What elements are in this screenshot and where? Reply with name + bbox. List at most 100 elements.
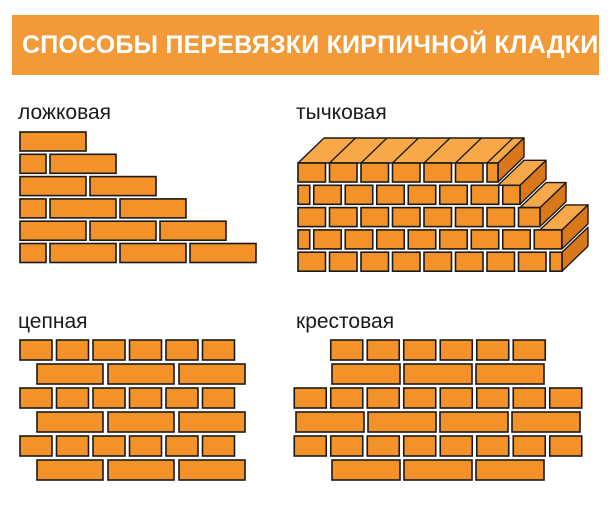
cross-header-brick [402, 387, 437, 409]
stretcher-brick [119, 242, 187, 264]
cross-header-brick [475, 339, 510, 361]
chain-header-brick [92, 387, 126, 409]
header-joint-line [423, 137, 451, 164]
chain-header-brick [128, 435, 163, 457]
cross-stretcher-brick [403, 363, 473, 385]
header-brick [407, 229, 437, 250]
chain-bond-wall [19, 339, 246, 481]
chain-stretcher-brick [107, 459, 175, 481]
cross-stretcher-brick [475, 459, 545, 481]
header-brick [312, 229, 343, 250]
chain-header-brick [128, 387, 163, 409]
cross-stretcher-brick [439, 411, 509, 433]
stretcher-bond-wall [19, 131, 257, 264]
chain-stretcher-brick [178, 459, 246, 481]
header-brick [517, 251, 547, 272]
stretcher-brick [49, 198, 117, 219]
header-brick [454, 162, 484, 183]
header-brick [297, 184, 311, 206]
chain-stretcher-brick [178, 363, 246, 385]
cross-header-brick [439, 339, 474, 361]
cross-stretcher-brick [511, 411, 581, 433]
chain-header-brick [165, 435, 199, 457]
header-brick [328, 251, 358, 272]
label-krestovaya: крестовая [296, 310, 395, 333]
chain-stretcher-brick [36, 459, 104, 481]
chain-stretcher-brick [107, 411, 175, 433]
chain-header-brick [201, 387, 236, 409]
stretcher-brick [119, 198, 187, 219]
stretcher-brick [189, 242, 257, 264]
page-title: СПОСОБЫ ПЕРЕВЯЗКИ КИРПИЧНОЙ КЛАДКИ [22, 30, 599, 59]
header-brick [470, 229, 500, 250]
header-brick [454, 206, 484, 228]
cross-header-brick [329, 387, 364, 409]
header-brick [486, 251, 516, 272]
stretcher-brick [89, 175, 157, 197]
header-brick [360, 251, 390, 272]
chain-header-brick [201, 435, 236, 457]
header-brick [501, 229, 532, 250]
cross-header-brick [439, 387, 474, 409]
chain-stretcher-brick [36, 363, 104, 385]
header-brick [297, 251, 327, 272]
cross-header-brick [475, 387, 510, 409]
header-joint-line [329, 137, 356, 164]
cross-header-brick [402, 435, 437, 457]
chain-stretcher-brick [36, 411, 104, 433]
cross-header-brick [439, 435, 474, 457]
header-brick [391, 251, 421, 272]
chain-header-brick [55, 387, 90, 409]
header-brick [360, 162, 390, 183]
cross-stretcher-brick [295, 411, 365, 433]
cross-stretcher-brick [331, 363, 401, 385]
cross-header-brick [512, 339, 547, 361]
header-brick [328, 206, 358, 228]
cross-stretcher-brick [367, 411, 437, 433]
header-brick [423, 206, 453, 228]
header-brick [328, 162, 358, 183]
stretcher-brick [159, 220, 227, 241]
chain-header-brick [19, 435, 53, 457]
header-brick [470, 184, 500, 206]
cross-bond-wall [293, 339, 583, 481]
header-brick [438, 229, 469, 250]
header-bond-wall [297, 137, 589, 272]
header-joint-line [360, 137, 388, 164]
label-tsepnaya: цепная [18, 310, 88, 333]
stretcher-brick [49, 242, 117, 264]
chain-stretcher-brick [178, 411, 246, 433]
cross-header-brick [548, 435, 583, 457]
header-brick [297, 162, 327, 183]
cross-stretcher-brick [403, 459, 473, 481]
cross-header-brick [329, 339, 364, 361]
header-brick [360, 206, 390, 228]
chain-header-brick [19, 339, 53, 361]
header-brick [297, 229, 311, 250]
header-brick [375, 184, 406, 206]
header-brick [486, 162, 499, 183]
header-brick [423, 251, 453, 272]
stretcher-brick [89, 220, 157, 241]
stretcher-brick [19, 153, 47, 175]
cross-header-brick [402, 339, 437, 361]
cross-header-brick [512, 435, 547, 457]
cross-header-brick [293, 387, 328, 409]
label-tychkovaya: тычковая [296, 101, 387, 124]
header-joint-line [455, 137, 482, 164]
title-banner: СПОСОБЫ ПЕРЕВЯЗКИ КИРПИЧНОЙ КЛАДКИ [12, 15, 599, 75]
cross-header-brick [366, 435, 401, 457]
chain-header-brick [92, 339, 126, 361]
chain-header-brick [128, 339, 163, 361]
stretcher-brick [19, 131, 87, 152]
header-joint-line [486, 137, 514, 164]
stretcher-brick [19, 242, 47, 264]
chain-header-brick [55, 339, 90, 361]
stretcher-brick [19, 175, 87, 197]
header-brick [344, 229, 374, 250]
cross-header-brick [293, 435, 328, 457]
header-brick [454, 251, 484, 272]
header-brick [517, 206, 541, 228]
chain-header-brick [19, 387, 53, 409]
